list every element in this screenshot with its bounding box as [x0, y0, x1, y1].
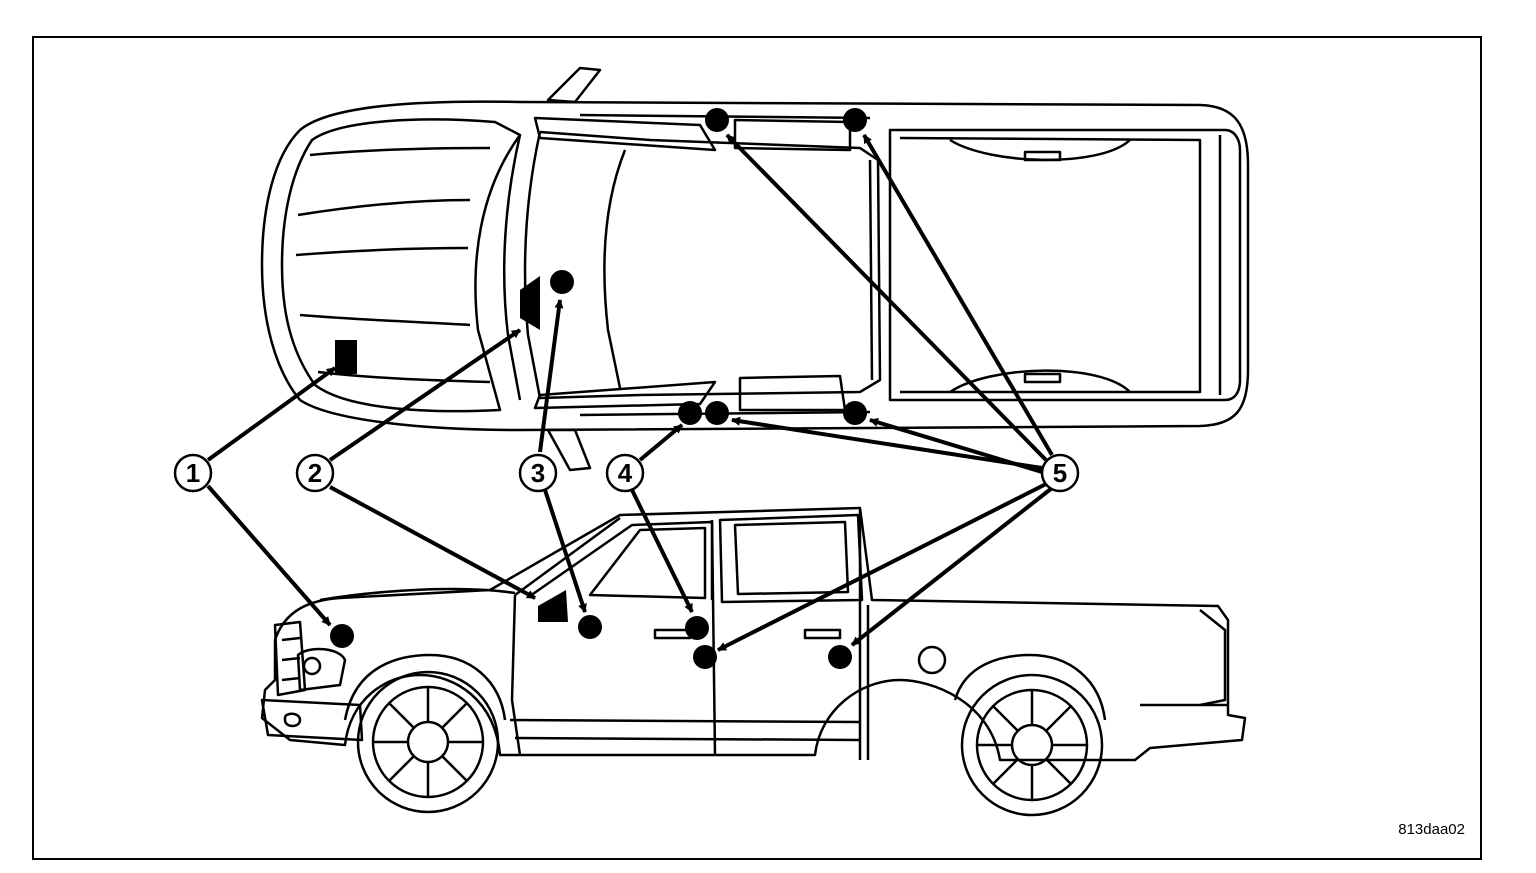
svg-text:5: 5	[1053, 458, 1067, 488]
sensor-wedge-top-2	[520, 276, 540, 330]
leader-arrows	[206, 133, 1054, 652]
svg-text:3: 3	[531, 458, 545, 488]
sensor-dot-top-5c	[705, 108, 729, 132]
sensor-dot-side-5b	[828, 645, 852, 669]
sensor-dot-top-5b	[843, 401, 867, 425]
sensor-dot-side-1	[330, 624, 354, 648]
sensor-dot-side-5a	[693, 645, 717, 669]
diagram-frame	[32, 36, 1482, 860]
callout-5: 5	[1040, 453, 1080, 493]
svg-text:2: 2	[308, 458, 322, 488]
sensor-dot-side-3	[578, 615, 602, 639]
svg-text:4: 4	[618, 458, 633, 488]
sensor-markers-side	[330, 590, 852, 669]
sensor-markers-top	[335, 108, 867, 425]
sensor-dot-side-4	[685, 616, 709, 640]
figure-id: 813daa02	[1398, 821, 1465, 838]
sensor-dot-top-4	[678, 401, 702, 425]
sensor-dot-top-3	[550, 270, 574, 294]
svg-text:1: 1	[186, 458, 200, 488]
sensor-dot-top-5d	[843, 108, 867, 132]
sensor-dot-top-5a	[705, 401, 729, 425]
sensor-block-top-1	[335, 340, 357, 374]
side-view-truck	[260, 506, 1247, 817]
callout-2: 2	[295, 453, 335, 493]
callout-3: 3	[518, 453, 558, 493]
sensor-wedge-side-2	[538, 590, 568, 622]
callout-1: 1	[173, 453, 213, 493]
top-view-truck	[260, 66, 1250, 472]
callout-4: 4	[605, 453, 645, 493]
